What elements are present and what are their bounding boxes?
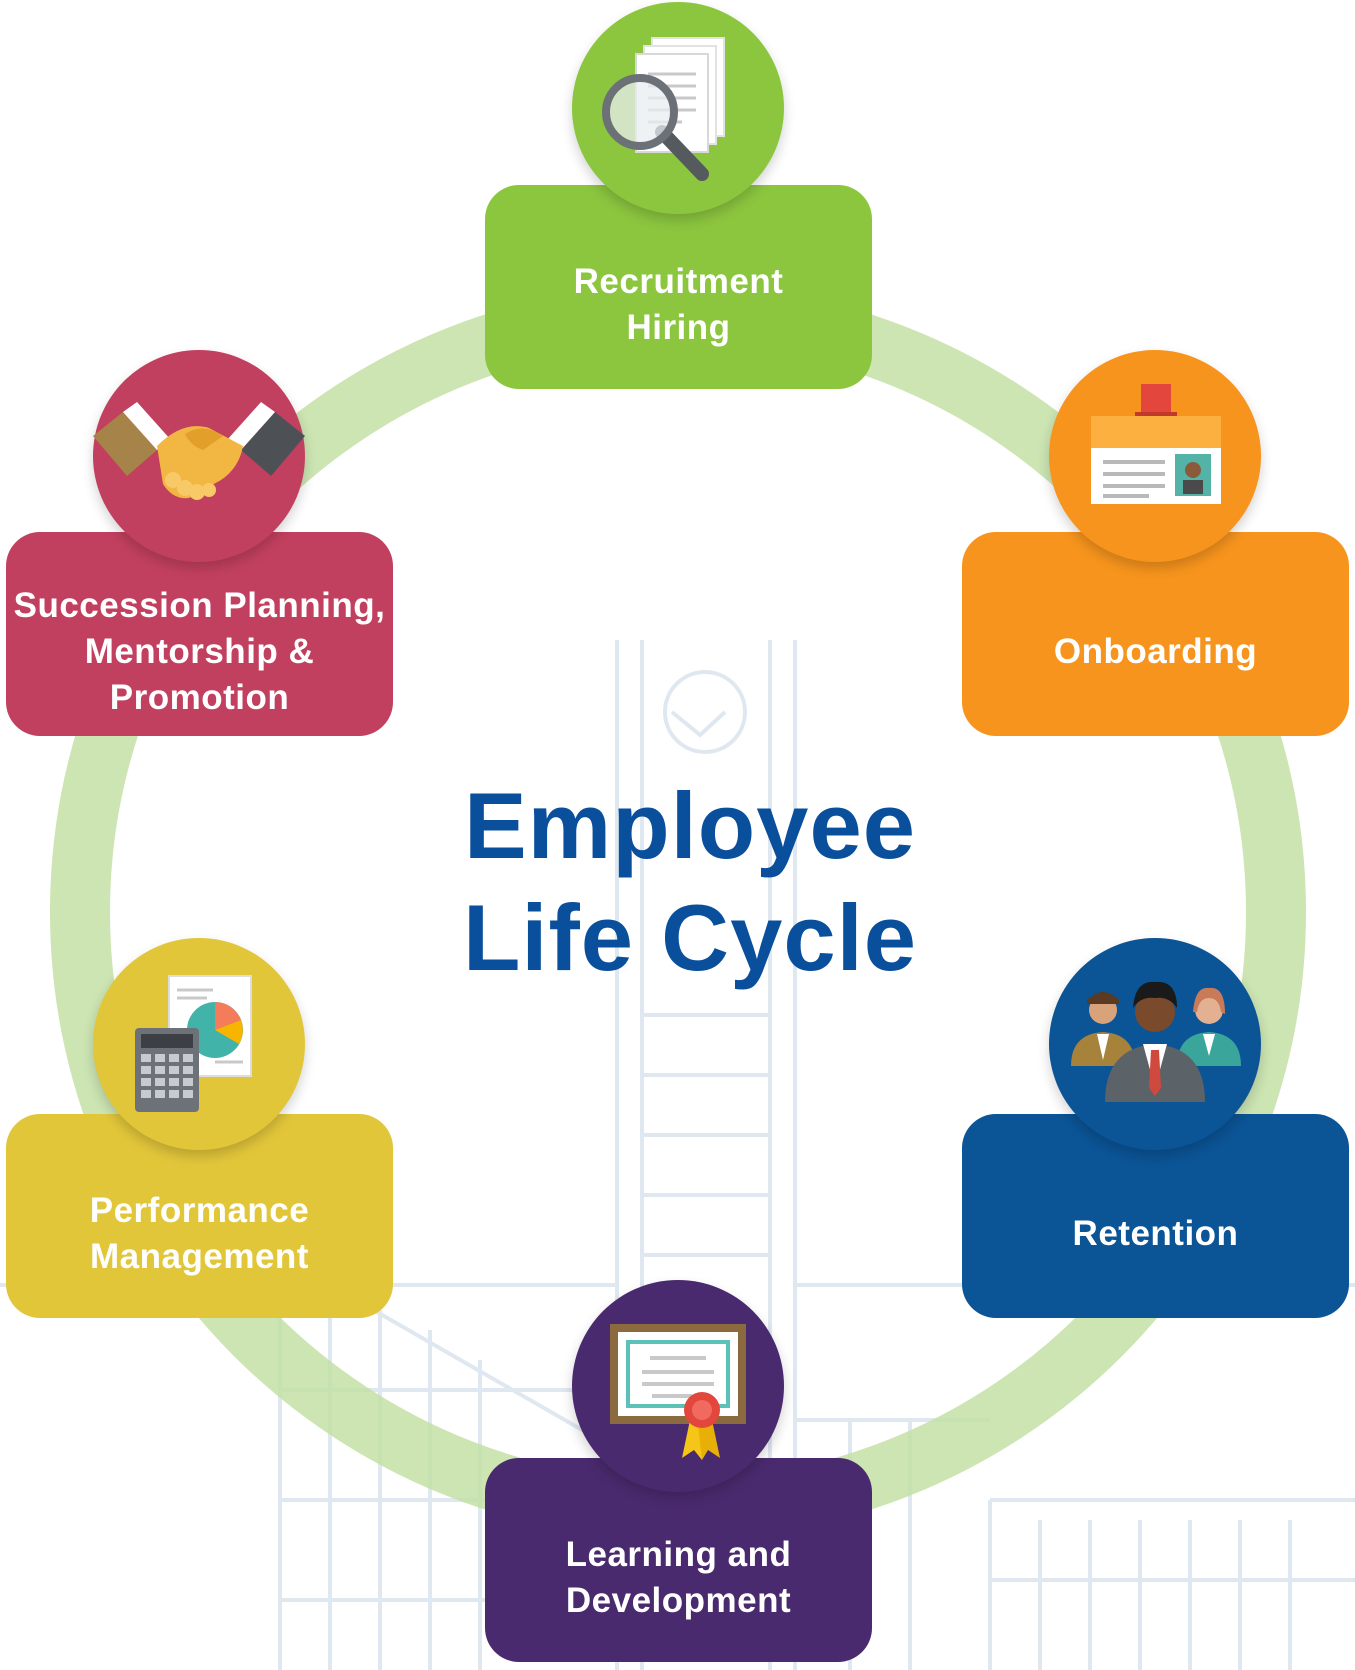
certificate-icon [572,1280,784,1492]
stage-recruitment-label: Recruitment Hiring [573,262,784,347]
stage-learning-development: Learning and Development [485,1458,872,1662]
calculator-chart-icon [93,938,305,1150]
title-line-2: Life Cycle [462,885,918,990]
stage-retention: Retention [962,1114,1349,1318]
stage-performance-management-label: Performance Management [89,1191,310,1276]
stage-onboarding: Onboarding [962,532,1349,736]
stage-retention-label: Retention [1072,1214,1239,1253]
diagram-title: Employee Life Cycle [380,770,1000,994]
magnifier-documents-icon [572,2,784,214]
stage-succession-planning-label: Succession Planning, Mentorship & Promot… [13,586,386,717]
team-people-icon [1049,938,1261,1150]
handshake-icon [93,350,305,562]
stage-learning-development-label: Learning and Development [565,1535,792,1620]
stage-recruitment: Recruitment Hiring [485,185,872,389]
stage-onboarding-label: Onboarding [1053,632,1258,671]
id-badge-icon [1049,350,1261,562]
stage-succession-planning: Succession Planning, Mentorship & Promot… [6,532,393,736]
title-line-1: Employee [463,773,917,878]
